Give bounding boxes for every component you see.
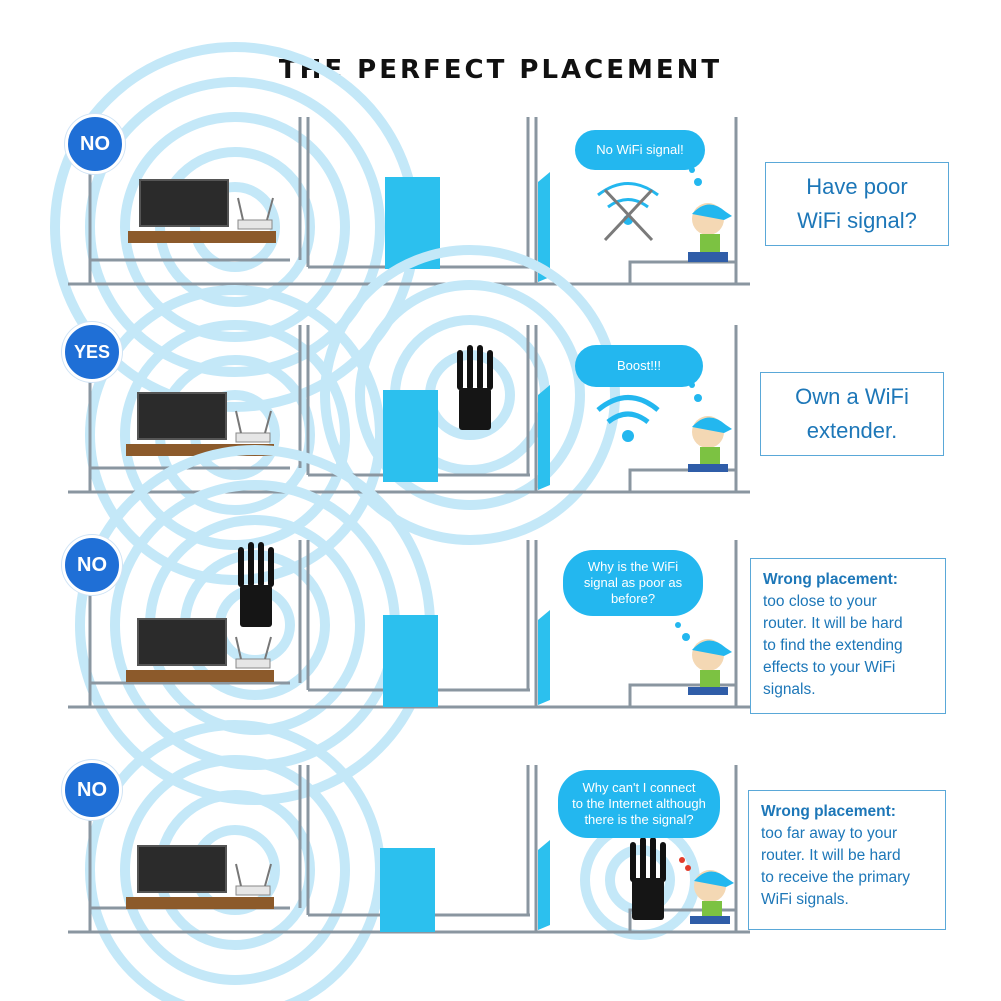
scenario-row-2: YES Boost!!! Own a WiFi extender. bbox=[60, 245, 950, 585]
door-icon bbox=[538, 610, 550, 705]
boy-icon bbox=[675, 622, 732, 695]
info-box: Have poor WiFi signal? bbox=[765, 162, 949, 246]
tv-stand bbox=[126, 670, 274, 682]
info-box: Wrong placement: too far away to your ro… bbox=[748, 790, 946, 930]
info-line: Own a WiFi bbox=[795, 384, 909, 409]
bubble-text: there is the signal? bbox=[584, 812, 694, 827]
tv-stand bbox=[128, 231, 276, 243]
info-line: router. It will be hard bbox=[763, 615, 903, 632]
info-line: extender. bbox=[806, 418, 898, 443]
info-line: to find the extending bbox=[763, 637, 903, 654]
info-line: effects to your WiFi bbox=[763, 659, 896, 676]
bubble-text: to the Internet although bbox=[572, 796, 706, 811]
wifi-crossed-icon bbox=[597, 182, 659, 242]
wifi-icon bbox=[596, 395, 660, 442]
info-line: WiFi signals. bbox=[761, 891, 849, 908]
info-line: Have poor bbox=[806, 174, 908, 199]
info-line: too far away to your bbox=[761, 825, 898, 842]
speech-bubble: Boost!!! bbox=[575, 345, 703, 387]
bubble-text: No WiFi signal! bbox=[596, 142, 684, 157]
info-line: router. It will be hard bbox=[761, 847, 901, 864]
room-scene bbox=[68, 720, 750, 1001]
scenario-row-3: NO Why is the WiFi signal as poor as bef… bbox=[60, 445, 950, 805]
router-icon bbox=[235, 636, 272, 669]
extender-icon bbox=[630, 837, 666, 920]
tv-icon bbox=[137, 392, 227, 440]
speech-bubble: Why is the WiFi signal as poor as before… bbox=[563, 550, 703, 616]
tv-icon bbox=[137, 845, 227, 893]
badge-no: NO bbox=[65, 114, 125, 174]
room-scene bbox=[68, 445, 750, 805]
extender-icon bbox=[457, 345, 493, 430]
door-icon bbox=[383, 390, 438, 482]
bubble-text: Boost!!! bbox=[616, 358, 662, 373]
room-walls bbox=[68, 117, 750, 286]
bubble-text: before? bbox=[610, 591, 656, 606]
extender-icon bbox=[238, 542, 274, 627]
info-heading: Wrong placement: bbox=[761, 803, 896, 820]
speech-bubble: No WiFi signal! bbox=[575, 130, 705, 170]
door-icon bbox=[538, 385, 550, 490]
door-icon bbox=[538, 840, 550, 930]
door-icon bbox=[380, 848, 435, 932]
info-heading: Wrong placement: bbox=[763, 571, 898, 588]
scenario-row-4: NO Why can't I connect to the Internet a… bbox=[60, 720, 950, 1001]
scenario-row-1: NO No WiFi signal! Have poor WiFi signal… bbox=[50, 42, 950, 412]
info-box: Wrong placement: too close to your route… bbox=[750, 558, 946, 714]
info-line: too close to your bbox=[763, 593, 877, 610]
bubble-text: Why is the WiFi bbox=[587, 559, 679, 574]
door-icon bbox=[383, 615, 438, 707]
bubble-text: Why can't I connect bbox=[582, 780, 696, 795]
boy-icon bbox=[688, 167, 732, 262]
router-icon bbox=[235, 863, 272, 896]
info-line: to receive the primary bbox=[761, 869, 911, 886]
room-scene bbox=[50, 42, 750, 412]
tv-icon bbox=[139, 179, 229, 227]
speech-bubble: Why can't I connect to the Internet alth… bbox=[558, 770, 720, 838]
signal-waves bbox=[85, 245, 620, 585]
page-title: THE PERFECT PLACEMENT bbox=[278, 55, 723, 85]
bubble-text: signal as poor as bbox=[583, 575, 683, 590]
router-icon bbox=[237, 197, 274, 230]
door-icon bbox=[538, 172, 550, 282]
tv-stand bbox=[126, 897, 274, 909]
info-line: WiFi signal? bbox=[797, 208, 917, 233]
room-scene bbox=[68, 245, 750, 585]
tv-icon bbox=[137, 618, 227, 666]
boy-icon bbox=[688, 382, 732, 472]
info-box: Own a WiFi extender. bbox=[760, 372, 944, 456]
badge-no: NO bbox=[62, 760, 122, 820]
badge-yes: YES bbox=[62, 322, 122, 382]
info-line: signals. bbox=[763, 681, 816, 698]
boy-icon bbox=[679, 857, 734, 924]
router-icon bbox=[235, 410, 272, 443]
badge-no: NO bbox=[62, 535, 122, 595]
